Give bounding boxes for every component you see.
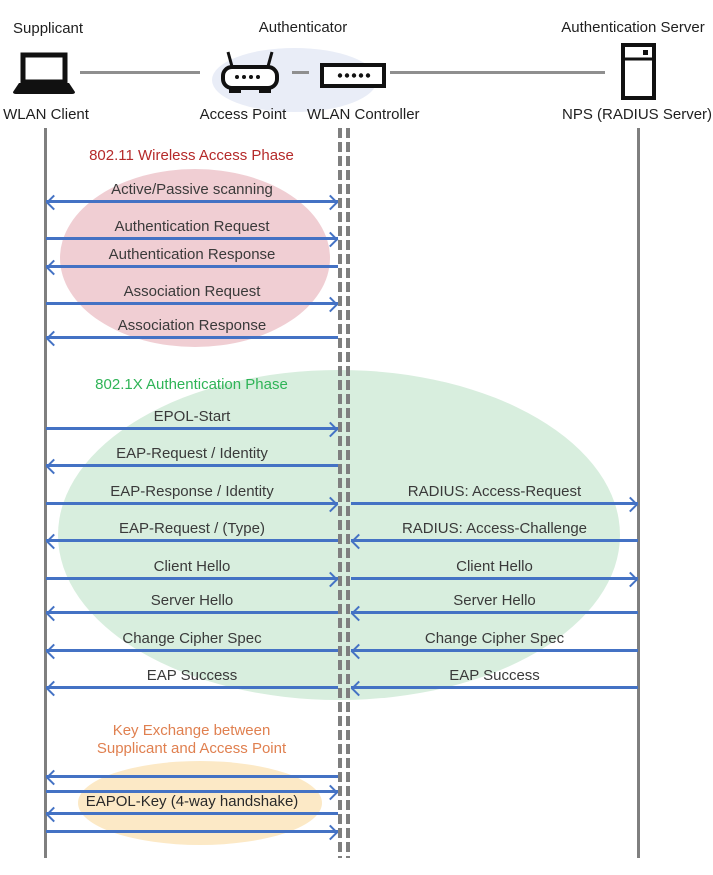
handshake-arrow-3 — [46, 812, 338, 815]
message-eap-success-right: EAP Success — [351, 667, 638, 689]
message-radius-access-challenge: RADIUS: Access-Challenge — [351, 520, 638, 542]
server-icon — [621, 43, 656, 105]
message-label: Active/Passive scanning — [111, 181, 273, 198]
arrow-left — [46, 775, 338, 778]
node-label-nps-radius-server: NPS (RADIUS Server) — [562, 106, 713, 123]
arrow-left — [46, 686, 338, 689]
arrow-left — [46, 649, 338, 652]
message-eap-request-identity: EAP-Request / Identity — [46, 445, 338, 467]
connector-dash — [292, 71, 309, 74]
message-eap-success-left: EAP Success — [46, 667, 338, 689]
phase3-title-line1: Key Exchange between — [112, 722, 271, 739]
arrow-right — [46, 237, 338, 240]
lifeline-access-point-dashed — [338, 128, 342, 858]
message-change-cipher-spec-right: Change Cipher Spec — [351, 630, 638, 652]
node-label-wlan-client: WLAN Client — [3, 106, 89, 123]
phase1-ellipse — [60, 169, 330, 347]
actor-role-authenticator: Authenticator — [258, 19, 348, 36]
message-label: Change Cipher Spec — [424, 630, 565, 647]
message-change-cipher-spec-left: Change Cipher Spec — [46, 630, 338, 652]
arrow-left — [351, 539, 638, 542]
phase2-title: 802.1X Authentication Phase — [95, 376, 288, 393]
lifeline-wlan-client — [44, 128, 47, 858]
message-eap-response-identity: EAP-Response / Identity — [46, 483, 338, 505]
message-label: Change Cipher Spec — [122, 630, 262, 647]
arrow-left — [46, 539, 338, 542]
message-authentication-response: Authentication Response — [46, 246, 338, 268]
arrow-left — [351, 611, 638, 614]
arrow-right — [46, 427, 338, 430]
arrow-right — [46, 790, 338, 793]
message-label: EAP-Request / Identity — [116, 445, 268, 462]
handshake-arrow-2 — [46, 790, 338, 793]
arrow-left — [46, 464, 338, 467]
laptop-icon — [12, 52, 76, 101]
node-label-wlan-controller: WLAN Controller — [307, 106, 420, 123]
message-label: EPOL-Start — [153, 408, 231, 425]
arrow-left — [46, 265, 338, 268]
message-label: Authentication Request — [114, 218, 270, 235]
message-authentication-request: Authentication Request — [46, 218, 338, 240]
message-label: Server Hello — [453, 592, 536, 609]
actor-role-authentication-server: Authentication Server — [561, 19, 705, 36]
message-client-hello-left: Client Hello — [46, 558, 338, 580]
message-label: Association Request — [123, 283, 261, 300]
message-label: RADIUS: Access-Challenge — [401, 520, 588, 537]
message-association-response: Association Response — [46, 317, 338, 339]
message-label: Server Hello — [150, 592, 234, 609]
arrow-right — [351, 577, 638, 580]
wlan-controller-icon — [320, 63, 386, 93]
node-label-access-point: Access Point — [199, 106, 287, 123]
arrow-left — [46, 611, 338, 614]
actor-role-supplicant: Supplicant — [13, 20, 84, 37]
message-label: Authentication Response — [108, 246, 276, 263]
message-association-request: Association Request — [46, 283, 338, 305]
message-client-hello-right: Client Hello — [351, 558, 638, 580]
phase3-title-line2: Supplicant and Access Point — [96, 740, 287, 757]
arrow-left — [351, 649, 638, 652]
message-label: EAP-Request / (Type) — [119, 520, 265, 537]
message-label: Association Response — [117, 317, 267, 334]
connector-line — [80, 71, 200, 74]
handshake-arrow-1 — [46, 775, 338, 778]
message-label: EAP Success — [146, 667, 238, 684]
message-radius-access-request: RADIUS: Access-Request — [351, 483, 638, 505]
message-eap-request-type: EAP-Request / (Type) — [46, 520, 338, 542]
access-point-icon — [220, 50, 280, 100]
arrow-right — [351, 502, 638, 505]
message-label: Client Hello — [153, 558, 231, 575]
lifeline-wlan-controller-dashed — [346, 128, 350, 858]
message-label: EAP Success — [449, 667, 540, 684]
handshake-arrow-4 — [46, 830, 338, 833]
message-label: RADIUS: Access-Request — [407, 483, 582, 500]
message-active-passive-scanning: Active/Passive scanning — [46, 181, 338, 203]
lifeline-nps-server — [637, 128, 640, 858]
arrow-right — [46, 302, 338, 305]
arrow-left — [46, 336, 338, 339]
arrow-left — [351, 686, 638, 689]
arrow-right — [46, 502, 338, 505]
arrow-right — [46, 577, 338, 580]
message-label: EAP-Response / Identity — [110, 483, 274, 500]
phase1-title: 802.11 Wireless Access Phase — [89, 147, 294, 164]
message-label: Client Hello — [456, 558, 533, 575]
arrow-bidirectional — [46, 200, 338, 203]
arrow-left — [46, 812, 338, 815]
message-server-hello-left: Server Hello — [46, 592, 338, 614]
message-epol-start: EPOL-Start — [46, 408, 338, 430]
message-eapol-key-label: EAPOL-Key (4-way handshake) — [85, 793, 299, 810]
message-server-hello-right: Server Hello — [351, 592, 638, 614]
arrow-right — [46, 830, 338, 833]
connector-line — [390, 71, 605, 74]
